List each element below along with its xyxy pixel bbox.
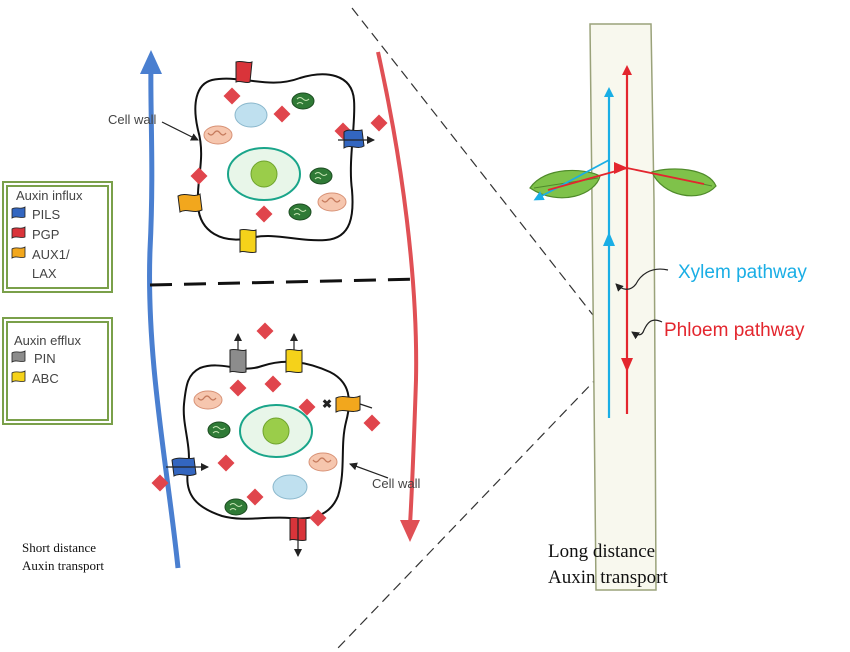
legend-influx-title: Auxin influx: [16, 188, 83, 203]
xylem-arrow-mid: [603, 232, 615, 246]
zoom-line-top: [351, 7, 623, 353]
abc-transporter-bottom-cell: [285, 348, 303, 374]
red-arrow-head: [400, 520, 420, 542]
phloem-arrow-down: [621, 358, 633, 372]
phloem-junction-arrow: [614, 162, 628, 174]
cell-separator-dashed: [149, 277, 421, 287]
phloem-pathway-label: Phloem pathway: [664, 320, 805, 341]
legend-auxin-influx: Auxin influx PILS PGP AUX1/ LAX: [2, 181, 113, 293]
long-distance-caption-line2: Auxin transport: [548, 567, 669, 588]
cell-wall-pointer-top: [161, 121, 199, 141]
cell-wall-label-bottom: Cell wall: [372, 476, 421, 491]
bottom-cell: ✖: [151, 322, 381, 557]
phloem-leaf-left-line: [547, 167, 628, 191]
xylem-pointer: [615, 268, 669, 292]
pin-transporter-bottom-cell: [229, 348, 247, 374]
pils-transporter-right: [343, 129, 365, 149]
aux1-transporter-left: [177, 193, 203, 213]
xylem-pathway-label: Xylem pathway: [678, 262, 807, 283]
nucleolus-bottom: [262, 417, 290, 445]
legend-efflux-title: Auxin efflux: [14, 333, 81, 348]
cell-wall-label-top: Cell wall: [108, 112, 157, 127]
top-cell: [177, 60, 388, 254]
cell-wall-pointer-bottom: [349, 462, 389, 479]
aux1-transporter-bottom-cell: [335, 395, 361, 413]
pgp-transporter-top: [235, 60, 253, 84]
pils-legend-icon: [11, 206, 26, 219]
vacuole: [234, 102, 268, 128]
short-distance-caption-line1: Short distance: [22, 540, 96, 555]
legend-lax-label: LAX: [32, 266, 57, 281]
legend-abc-label: ABC: [32, 371, 59, 386]
abc-legend-icon: [11, 370, 26, 383]
long-distance-caption-line1: Long distance: [548, 541, 655, 562]
red-transport-arrow: [376, 51, 419, 526]
short-distance-caption-line2: Auxin transport: [22, 558, 104, 573]
legend-pgp-label: PGP: [32, 227, 59, 242]
plant-stem: [589, 23, 657, 591]
legend-pin-label: PIN: [34, 351, 56, 366]
legend-aux1-label: AUX1/: [32, 247, 70, 262]
legend-auxin-efflux: Auxin efflux PIN ABC: [2, 317, 113, 425]
abc-transporter-top-cell: [239, 228, 257, 254]
legend-pils-label: PILS: [32, 207, 61, 222]
leaf-right: [651, 168, 717, 197]
pin-legend-icon: [11, 350, 26, 363]
pgp-legend-icon: [11, 226, 26, 239]
phloem-leaf-right-line: [626, 167, 705, 185]
blue-arrow-head: [140, 50, 162, 74]
nucleolus: [250, 160, 278, 188]
block-mark-icon: ✖: [322, 397, 332, 411]
zoom-line-bottom: [337, 351, 623, 649]
xylem-to-leaf-arrow: [533, 159, 610, 201]
blue-transport-arrow: [147, 63, 181, 569]
vacuole-bottom: [272, 474, 308, 500]
aux1-legend-icon: [11, 246, 26, 259]
phloem-pointer: [631, 319, 663, 340]
